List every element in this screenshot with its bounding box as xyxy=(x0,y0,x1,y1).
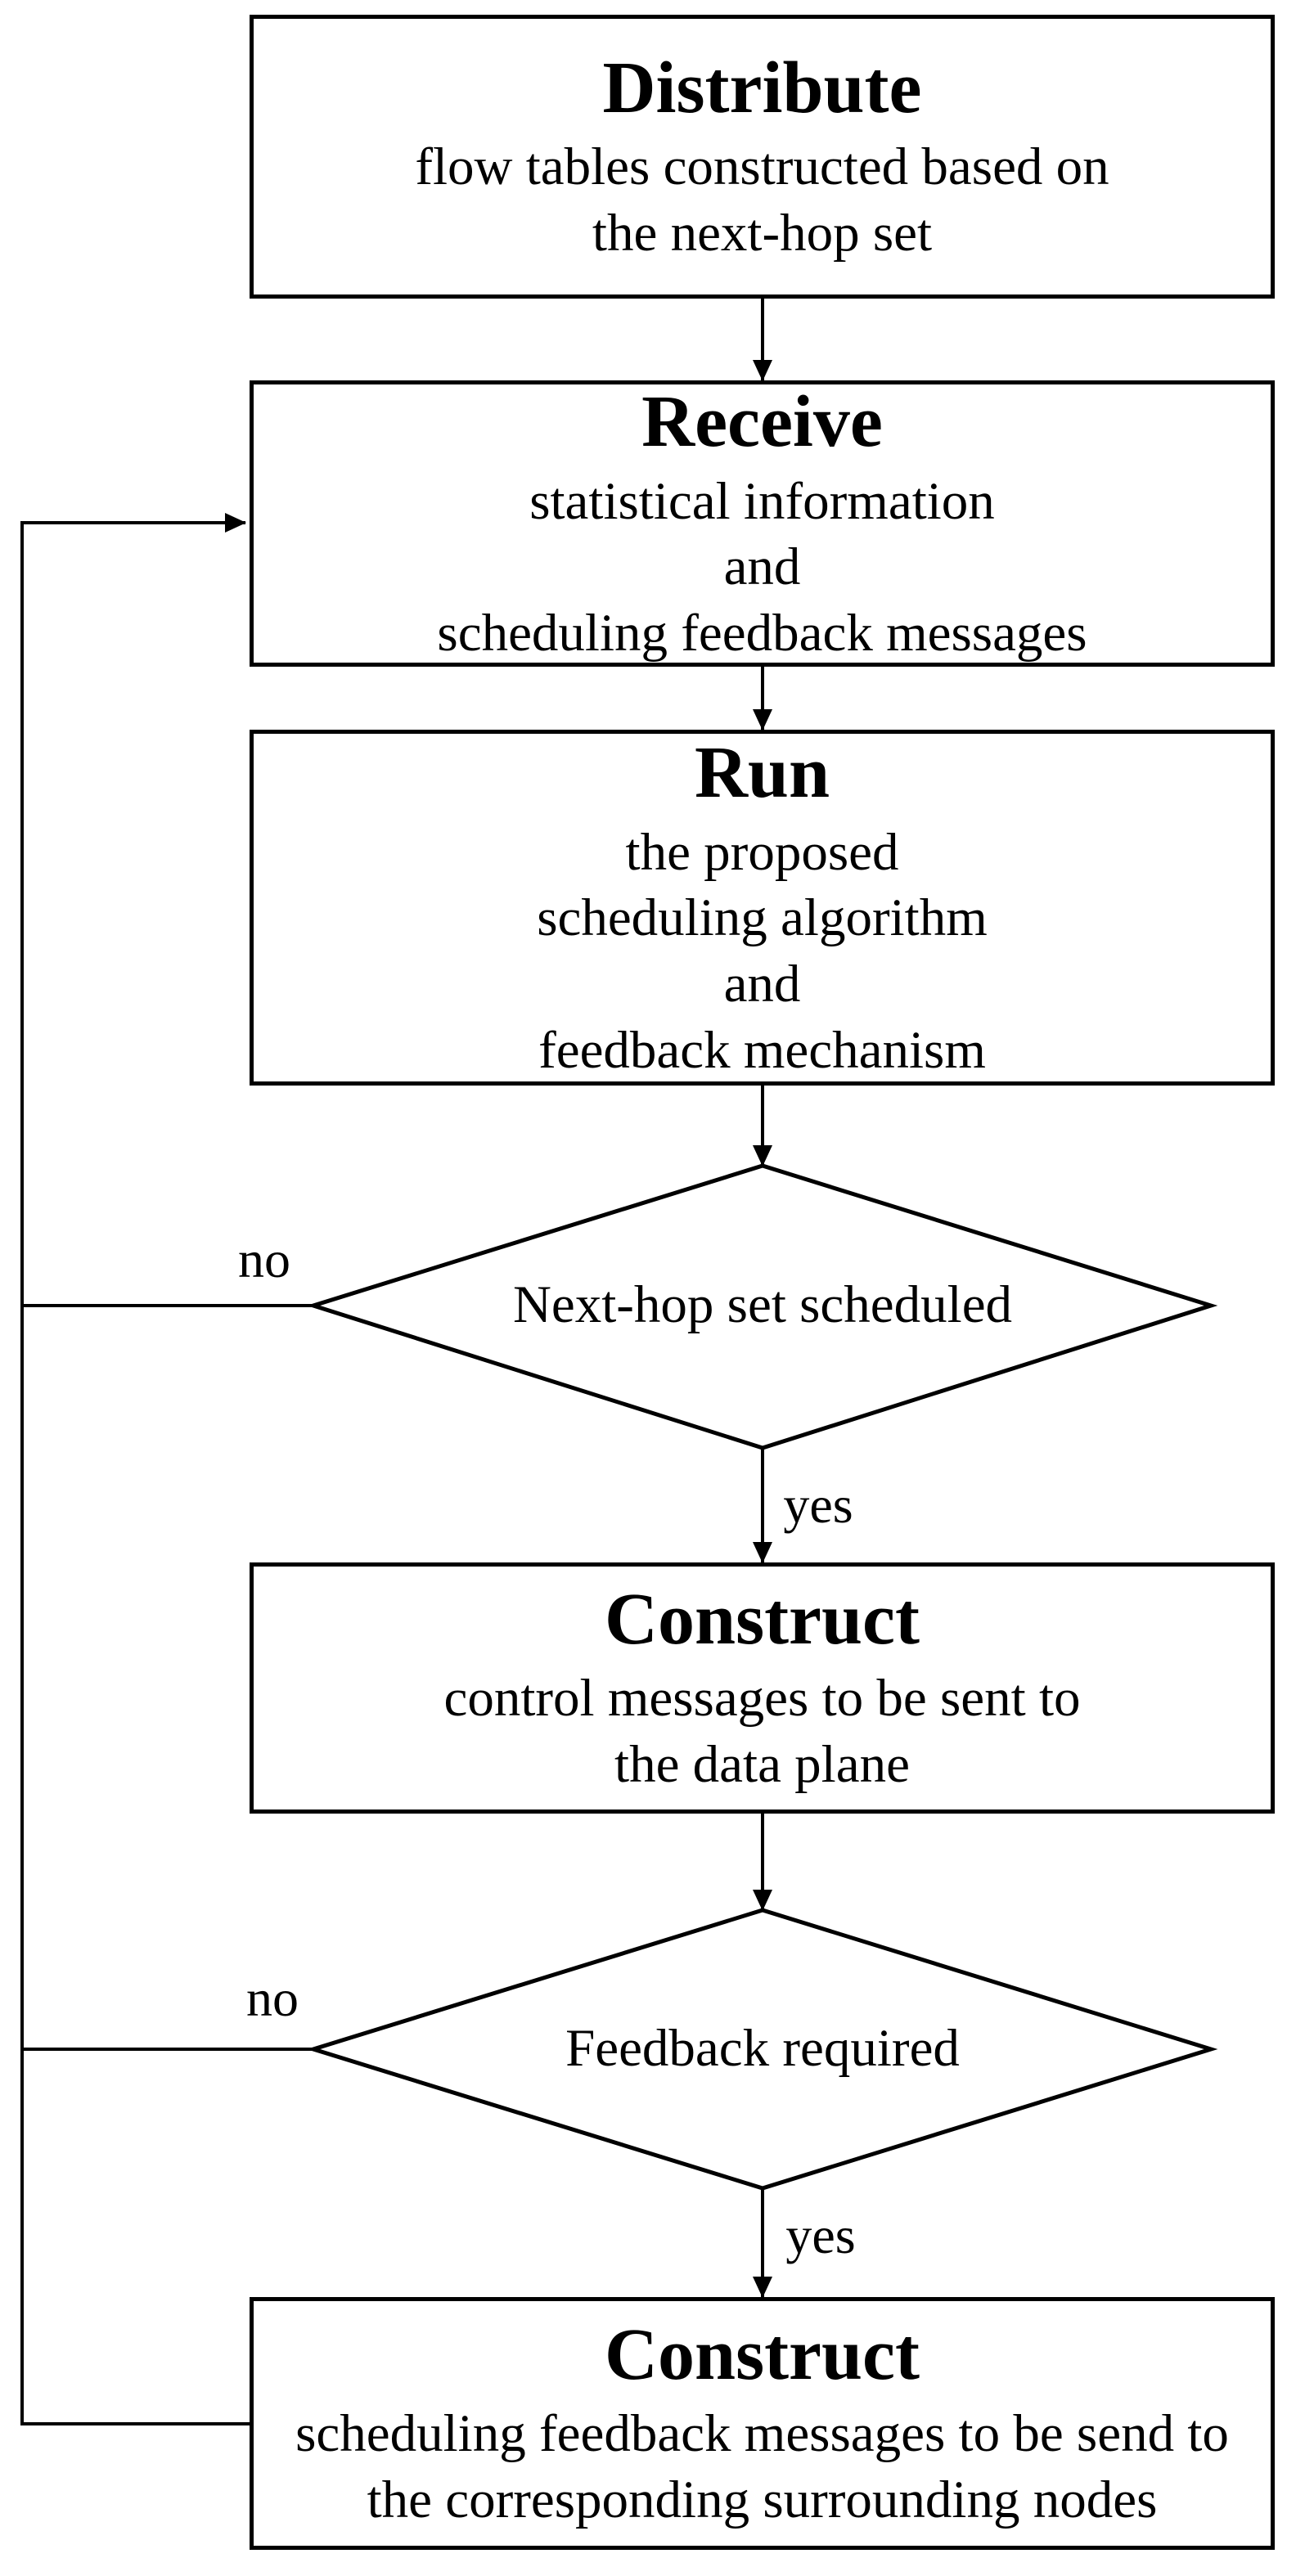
decision-label-next-hop: Next-hop set scheduled xyxy=(512,1275,1013,1334)
box-title-construct-feedback: Construct xyxy=(605,2313,920,2395)
box-title-distribute: Distribute xyxy=(602,47,922,128)
box-title-run: Run xyxy=(694,731,830,813)
process-box-receive: Receive statistical information and sche… xyxy=(250,380,1275,667)
decision-diamond-feedback xyxy=(306,1908,1218,2191)
process-box-run: Run the proposed scheduling algorithm an… xyxy=(250,730,1275,1086)
process-box-construct-control: Construct control messages to be sent to… xyxy=(250,1562,1275,1814)
box-title-construct-control: Construct xyxy=(605,1578,920,1660)
decision-label-feedback: Feedback required xyxy=(565,2019,960,2078)
box-body-receive: statistical information and scheduling f… xyxy=(437,471,1087,663)
box-title-receive: Receive xyxy=(641,380,883,462)
box-body-construct-control: control messages to be sent to the data … xyxy=(443,1669,1081,1794)
edge-label-yes-next-hop: yes xyxy=(783,1476,853,1534)
decision-diamond-next-hop xyxy=(306,1163,1218,1450)
edge-label-yes-feedback: yes xyxy=(785,2206,856,2264)
edge-label-no-feedback: no xyxy=(246,1969,299,2027)
process-box-distribute: Distribute flow tables constructed based… xyxy=(250,15,1275,299)
edge-label-no-next-hop: no xyxy=(238,1230,290,1288)
box-body-distribute: flow tables constructed based on the nex… xyxy=(415,137,1109,263)
box-body-construct-feedback: scheduling feedback messages to be send … xyxy=(295,2404,1229,2529)
box-body-run: the proposed scheduling algorithm and fe… xyxy=(537,822,988,1080)
loop-rail-to-receive xyxy=(20,513,250,2425)
process-box-construct-feedback: Construct scheduling feedback messages t… xyxy=(250,2297,1275,2550)
